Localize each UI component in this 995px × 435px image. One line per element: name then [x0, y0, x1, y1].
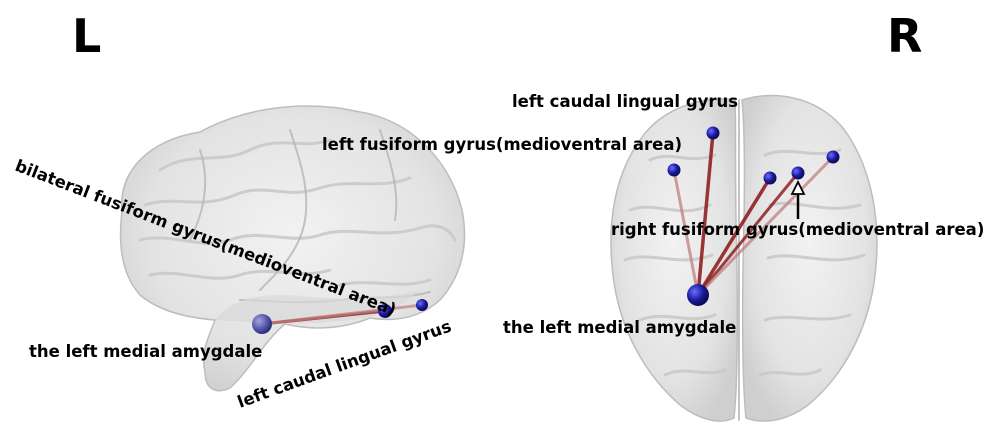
label-right-fusiform-right: right fusiform gyrus(medioventral area) — [611, 220, 984, 239]
hemisphere-right-letter: R — [887, 9, 922, 63]
label-left-caudal-lingual-right: left caudal lingual gyrus — [512, 92, 738, 111]
label-left-medial-amygdale-left: the left medial amygdale — [29, 342, 262, 361]
label-left-fusiform-right: left fusiform gyrus(medioventral area) — [322, 135, 682, 154]
left-node-medial-amygdale — [252, 314, 272, 334]
hemisphere-left-letter: L — [72, 9, 101, 63]
right-node-left-fusiform — [668, 164, 681, 177]
right-node-right-fusiform-c — [827, 151, 840, 164]
right-node-medial-amygdale — [687, 284, 709, 306]
right-node-right-fusiform-a — [764, 172, 777, 185]
right-node-right-fusiform-b — [792, 167, 805, 180]
label-left-medial-amygdale-right: the left medial amygdale — [503, 318, 736, 337]
left-node-caudal-lingual — [416, 299, 428, 311]
right-node-left-caudal-lingual — [707, 127, 720, 140]
